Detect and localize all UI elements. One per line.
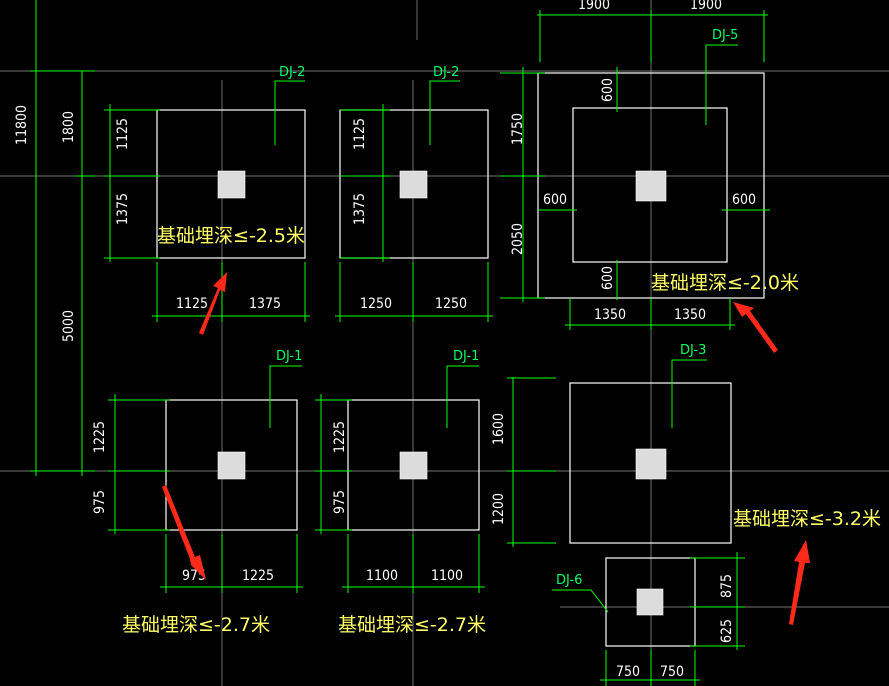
label-dj1-left: DJ-1 xyxy=(276,349,302,364)
footing-dj2-left xyxy=(104,80,310,322)
label-dj6: DJ-6 xyxy=(556,573,582,588)
depth-note-dj3: 基础埋深≤-3.2米 xyxy=(733,508,881,530)
depth-note-dj1-left: 基础埋深≤-2.7米 xyxy=(122,614,270,636)
footing-dj5 xyxy=(500,44,770,330)
column-dj2-middle xyxy=(399,170,428,199)
dim-dj5-1750: 1750 xyxy=(510,113,526,145)
dim-dj2b-1125-v: 1125 xyxy=(352,118,368,150)
dim-5000: 5000 xyxy=(61,310,77,342)
dim-dj5-2050: 2050 xyxy=(510,223,526,255)
dim-dj1b-1225-v: 1225 xyxy=(332,421,348,453)
left-overall-dimensions xyxy=(30,0,95,476)
column-dj6 xyxy=(636,588,664,616)
dim-dj3-1600: 1600 xyxy=(491,413,507,445)
dim-dj5-1350-a: 1350 xyxy=(594,307,626,323)
arrow-dj3 xyxy=(789,540,810,625)
arrow-dj1 xyxy=(162,485,206,580)
dim-dj2a-1375-v: 1375 xyxy=(115,193,131,225)
dim-dj2a-1125-h: 1125 xyxy=(176,296,208,312)
footing-dj3 xyxy=(507,359,732,547)
dim-dj3-1200: 1200 xyxy=(491,493,507,525)
depth-note-dj1-middle: 基础埋深≤-2.7米 xyxy=(338,614,486,636)
top-dimensions xyxy=(537,10,768,62)
dim-dj1a-1225-h: 1225 xyxy=(242,568,274,584)
dim-dj1a-975-v: 975 xyxy=(92,490,108,514)
column-dj5 xyxy=(635,170,667,202)
dim-dj2b-1250-a: 1250 xyxy=(360,296,392,312)
annotation-arrows xyxy=(162,272,810,625)
dim-dj1a-1225-v: 1225 xyxy=(92,421,108,453)
dim-11800: 11800 xyxy=(14,105,30,145)
dim-dj1b-1100-b: 1100 xyxy=(431,568,463,584)
label-dj5: DJ-5 xyxy=(712,28,738,43)
dim-1900-a: 1900 xyxy=(578,0,610,13)
dim-dj2b-1250-b: 1250 xyxy=(435,296,467,312)
label-dj1-middle: DJ-1 xyxy=(453,349,479,364)
column-dj1-middle xyxy=(399,451,428,480)
dim-dj6-625: 625 xyxy=(719,619,735,643)
dim-dj6-750-b: 750 xyxy=(660,664,684,680)
dim-dj5-600-top: 600 xyxy=(600,78,616,102)
footing-dj1-middle xyxy=(315,365,485,593)
dim-1900-b: 1900 xyxy=(690,0,722,13)
label-dj2-left: DJ-2 xyxy=(279,65,305,80)
footing-dj2-middle xyxy=(335,80,493,322)
dim-dj5-600-left: 600 xyxy=(543,192,567,208)
dim-dj5-600-bottom: 600 xyxy=(600,266,616,290)
dim-dj5-600-right: 600 xyxy=(732,192,756,208)
dim-dj6-875: 875 xyxy=(719,574,735,598)
dim-dj5-1350-b: 1350 xyxy=(674,307,706,323)
label-dj3: DJ-3 xyxy=(680,343,706,358)
footing-dj1-left xyxy=(108,365,303,593)
column-dj3 xyxy=(635,448,667,480)
depth-note-dj2: 基础埋深≤-2.5米 xyxy=(157,225,305,247)
column-dj1-left xyxy=(217,451,246,480)
label-dj2-middle: DJ-2 xyxy=(433,65,459,80)
depth-note-dj5: 基础埋深≤-2.0米 xyxy=(651,272,799,294)
dim-dj2a-1125-v: 1125 xyxy=(115,118,131,150)
column-dj2-left xyxy=(217,170,246,199)
footing-dj6 xyxy=(552,552,745,686)
dim-dj6-750-a: 750 xyxy=(616,664,640,680)
arrow-dj5 xyxy=(733,302,778,353)
dim-dj2a-1375-h: 1375 xyxy=(249,296,281,312)
arrow-dj2 xyxy=(199,272,227,335)
dim-dj1b-1100-a: 1100 xyxy=(366,568,398,584)
dim-dj2b-1375-v: 1375 xyxy=(352,193,368,225)
dim-1800: 1800 xyxy=(61,111,77,143)
dim-dj1b-975-v: 975 xyxy=(332,490,348,514)
